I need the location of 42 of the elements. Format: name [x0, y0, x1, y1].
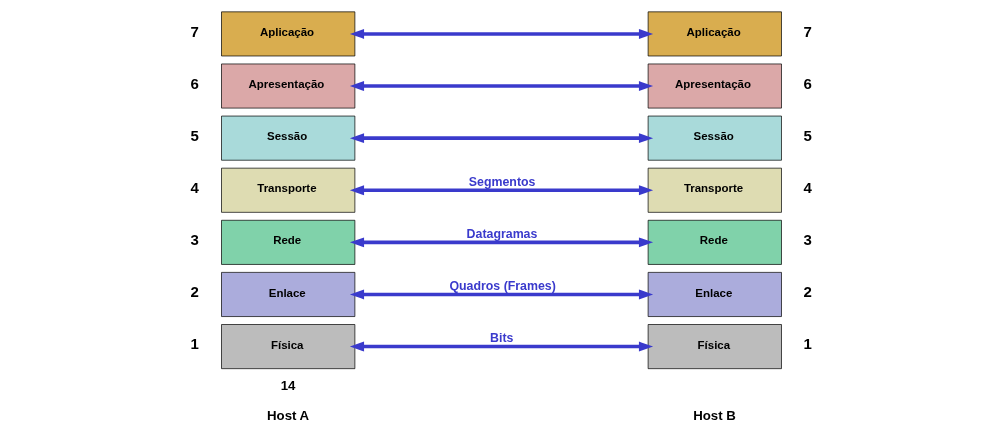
- node-box: Rede: [647, 219, 782, 265]
- node-box: Apresentação: [221, 63, 356, 109]
- node-box: Sessão: [221, 115, 356, 161]
- edge-label: Quadros (Frames): [449, 279, 556, 294]
- node-label: 3: [803, 231, 812, 249]
- node-label: 4: [803, 178, 812, 196]
- arrow: [349, 289, 654, 300]
- node-box: Apresentação: [647, 63, 782, 109]
- arrow: [349, 237, 654, 248]
- node-label: 3: [190, 231, 199, 249]
- node-label: 6: [803, 74, 812, 92]
- node-box: Física: [221, 324, 356, 369]
- node-label: 1: [803, 335, 812, 353]
- node-box: Enlace: [221, 272, 356, 317]
- node-box: Transporte: [221, 167, 356, 213]
- edge-label: Datagramas: [466, 227, 538, 242]
- arrow: [349, 185, 654, 196]
- node-box: Rede: [221, 219, 356, 265]
- node-label: 5: [190, 126, 199, 144]
- node-label: 1: [190, 335, 199, 353]
- node-label: 7: [190, 22, 199, 40]
- node-box: Aplicação: [647, 11, 782, 57]
- node-box: Sessão: [647, 115, 782, 161]
- node-label: 5: [803, 126, 812, 144]
- node-label: 7: [803, 22, 812, 40]
- node-box: Física: [647, 324, 782, 369]
- edge-label: Bits: [490, 331, 514, 346]
- node-label: 4: [190, 178, 199, 196]
- label: 14: [280, 378, 296, 394]
- node-box: Enlace: [647, 272, 782, 317]
- edge-label: Segmentos: [468, 175, 536, 190]
- node-label: 6: [190, 74, 199, 92]
- arrow: [349, 81, 654, 91]
- node-label: 2: [190, 283, 199, 301]
- node-label: 2: [803, 283, 812, 301]
- arrow: [349, 341, 654, 352]
- node-box: Aplicação: [221, 11, 356, 57]
- arrow: [349, 28, 654, 39]
- arrow: [349, 133, 654, 144]
- label: Host B: [693, 408, 736, 424]
- node-box: Transporte: [647, 167, 782, 213]
- label: Host A: [267, 408, 310, 424]
